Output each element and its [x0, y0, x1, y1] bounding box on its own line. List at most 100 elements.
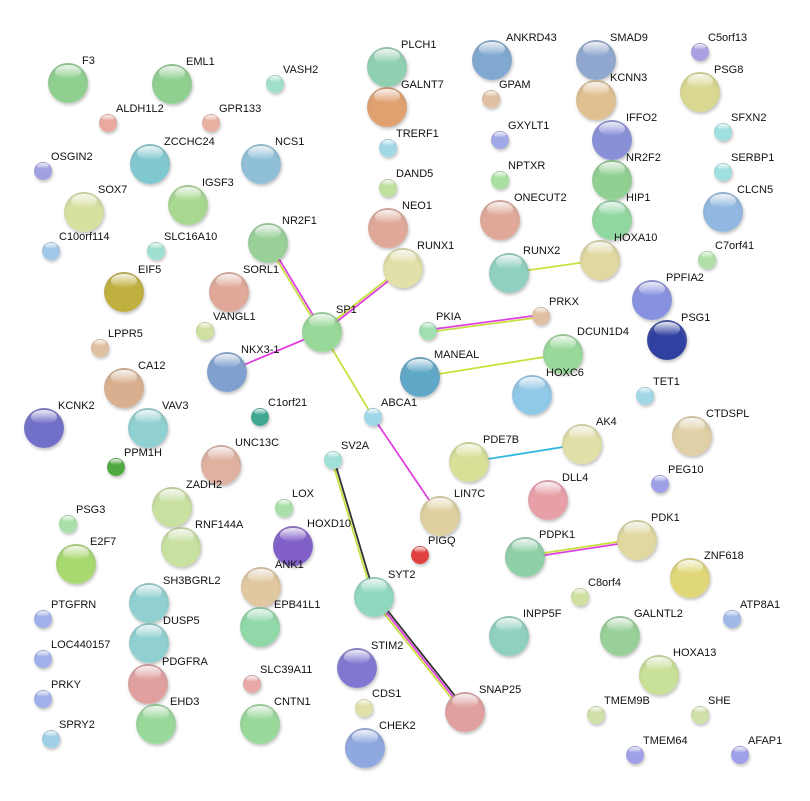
node-pdk1[interactable] [617, 520, 657, 560]
node-chek2[interactable] [345, 728, 385, 768]
node-sp1[interactable] [302, 312, 342, 352]
node-tmem9b[interactable] [587, 706, 605, 724]
node-rnf144a[interactable] [161, 527, 201, 567]
node-gxylt1[interactable] [491, 131, 509, 149]
node-snap25[interactable] [445, 692, 485, 732]
node-stim2[interactable] [337, 648, 377, 688]
node-ank1[interactable] [241, 567, 281, 607]
node-sorl1[interactable] [209, 272, 249, 312]
node-clcn5[interactable] [703, 192, 743, 232]
node-prkx[interactable] [532, 307, 550, 325]
node-hoxc6[interactable] [512, 375, 552, 415]
node-ankrd43[interactable] [472, 40, 512, 80]
node-zcchc24[interactable] [130, 144, 170, 184]
node-spry2[interactable] [42, 730, 60, 748]
node-slc16a10[interactable] [147, 242, 165, 260]
node-kcnk2[interactable] [24, 408, 64, 448]
node-sh3bgrl2[interactable] [129, 583, 169, 623]
node-dcun1d4[interactable] [543, 334, 583, 374]
node-ehd3[interactable] [136, 704, 176, 744]
node-syt2[interactable] [354, 577, 394, 617]
node-dand5[interactable] [379, 179, 397, 197]
node-runx1[interactable] [383, 248, 423, 288]
edge-syt2-snap25[interactable] [375, 595, 468, 712]
node-loc440157[interactable] [34, 650, 52, 668]
node-osgin2[interactable] [34, 162, 52, 180]
node-dusp5[interactable] [129, 623, 169, 663]
node-lin7c[interactable] [420, 496, 460, 536]
node-serbp1[interactable] [714, 163, 732, 181]
node-hoxd10[interactable] [273, 526, 313, 566]
edge-maneal-dcun1d4[interactable] [419, 353, 564, 378]
node-ppm1h[interactable] [107, 458, 125, 476]
node-lox[interactable] [275, 499, 293, 517]
node-she[interactable] [691, 706, 709, 724]
node-aldh1l2[interactable] [99, 114, 117, 132]
node-abca1[interactable] [364, 408, 382, 426]
node-unc13c[interactable] [201, 445, 241, 485]
node-hoxa13[interactable] [639, 655, 679, 695]
node-c8orf4[interactable] [571, 588, 589, 606]
node-nptxr[interactable] [491, 171, 509, 189]
node-cds1[interactable] [355, 699, 373, 717]
node-iffo2[interactable] [592, 120, 632, 160]
node-vash2[interactable] [266, 75, 284, 93]
node-nr2f1[interactable] [248, 223, 288, 263]
node-ncs1[interactable] [241, 144, 281, 184]
node-ctdspl[interactable] [672, 416, 712, 456]
node-dll4[interactable] [528, 480, 568, 520]
edge-sv2a-syt2[interactable] [333, 459, 376, 597]
node-gpam[interactable] [482, 90, 500, 108]
node-pkia[interactable] [419, 322, 437, 340]
node-runx2[interactable] [489, 253, 529, 293]
node-tmem64[interactable] [626, 746, 644, 764]
edge-syt2-snap25[interactable] [373, 596, 466, 713]
node-ak4[interactable] [562, 424, 602, 464]
node-galnt7[interactable] [367, 87, 407, 127]
node-e2f7[interactable] [56, 544, 96, 584]
node-sv2a[interactable] [324, 451, 342, 469]
node-maneal[interactable] [400, 357, 440, 397]
node-hoxa10[interactable] [580, 240, 620, 280]
node-cntn1[interactable] [240, 704, 280, 744]
node-psg3[interactable] [59, 515, 77, 533]
node-nkx3-1[interactable] [207, 352, 247, 392]
node-pigq[interactable] [411, 546, 429, 564]
node-galntl2[interactable] [600, 616, 640, 656]
node-tet1[interactable] [636, 387, 654, 405]
node-eif5[interactable] [104, 272, 144, 312]
node-kcnn3[interactable] [576, 80, 616, 120]
node-eml1[interactable] [152, 64, 192, 104]
node-prky[interactable] [34, 690, 52, 708]
node-neo1[interactable] [368, 208, 408, 248]
edge-syt2-snap25[interactable] [371, 597, 464, 714]
node-ppfia2[interactable] [632, 280, 672, 320]
node-trerf1[interactable] [379, 139, 397, 157]
edge-pkia-prkx[interactable] [427, 314, 541, 331]
node-c1orf21[interactable] [251, 408, 269, 426]
node-atp8a1[interactable] [723, 610, 741, 628]
node-inpp5f[interactable] [489, 616, 529, 656]
node-gpr133[interactable] [202, 114, 220, 132]
node-hip1[interactable] [592, 200, 632, 240]
node-ca12[interactable] [104, 368, 144, 408]
node-c10orf114[interactable] [42, 242, 60, 260]
node-c7orf41[interactable] [698, 251, 716, 269]
node-sox7[interactable] [64, 192, 104, 232]
node-igsf3[interactable] [168, 185, 208, 225]
node-onecut2[interactable] [480, 200, 520, 240]
node-nr2f2[interactable] [592, 160, 632, 200]
node-c5orf13[interactable] [691, 43, 709, 61]
node-sfxn2[interactable] [714, 123, 732, 141]
node-vav3[interactable] [128, 408, 168, 448]
node-slc39a11[interactable] [243, 675, 261, 693]
node-lppr5[interactable] [91, 339, 109, 357]
node-smad9[interactable] [576, 40, 616, 80]
node-znf618[interactable] [670, 558, 710, 598]
node-epb41l1[interactable] [240, 607, 280, 647]
node-afap1[interactable] [731, 746, 749, 764]
node-psg8[interactable] [680, 72, 720, 112]
node-ptgfrn[interactable] [34, 610, 52, 628]
node-psg1[interactable] [647, 320, 687, 360]
edge-sv2a-syt2[interactable] [331, 460, 374, 598]
